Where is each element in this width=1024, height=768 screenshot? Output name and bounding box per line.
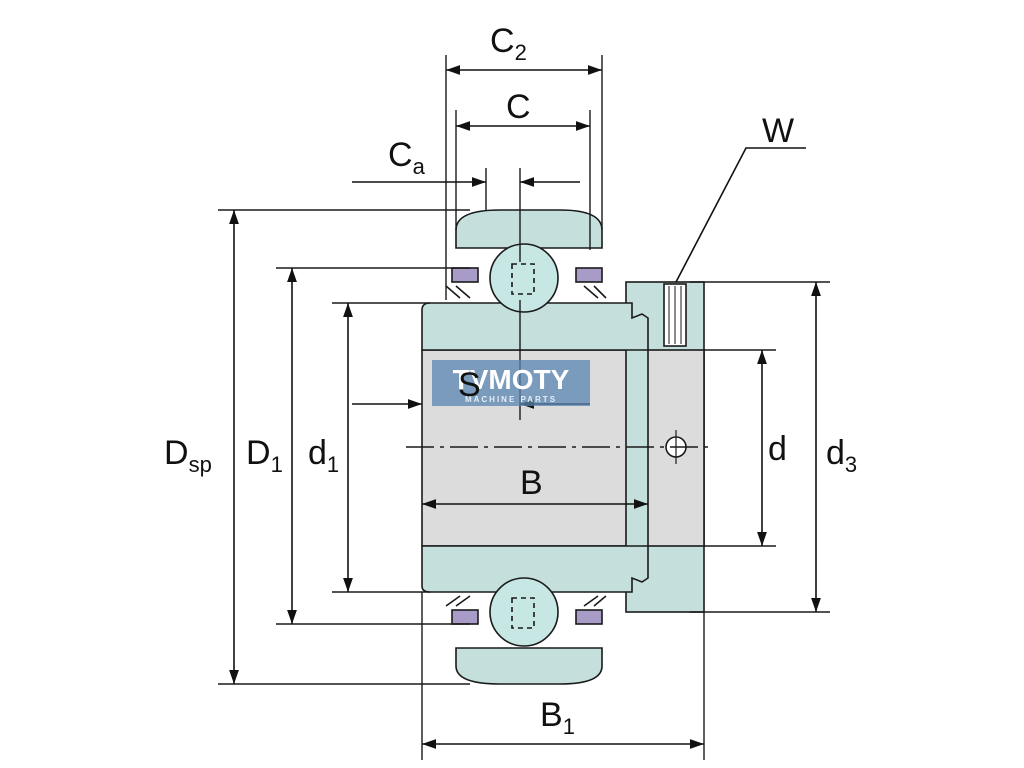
seal-top-right: [575, 267, 603, 283]
bearing-body: [421, 209, 705, 685]
ball-bottom: [489, 577, 559, 647]
leader-w: [675, 147, 806, 283]
seal-bottom-right: [575, 609, 603, 625]
watermark-box: [432, 360, 590, 406]
label-w: W: [762, 112, 794, 150]
flinger-bottom: [445, 595, 607, 607]
extension-lines: [218, 55, 830, 760]
label-c: C: [506, 88, 531, 126]
label-D1: D1: [246, 434, 283, 477]
label-d1: d1: [308, 434, 339, 477]
label-b1: B1: [540, 696, 575, 739]
seal-bottom-left: [451, 609, 479, 625]
dimension-lines: [229, 65, 821, 749]
outer-ring-top: [455, 209, 603, 249]
label-d3: d3: [826, 434, 857, 477]
ball-top: [489, 243, 559, 313]
label-s: S: [458, 366, 481, 404]
seal-top-left: [451, 267, 479, 283]
flinger-top: [445, 285, 607, 299]
label-d: d: [768, 430, 787, 468]
label-c2: C2: [490, 22, 527, 65]
label-b: B: [520, 464, 543, 502]
label-ca: Ca: [388, 136, 426, 179]
watermark-title: TVMOTY: [453, 364, 570, 395]
label-dsp: Dsp: [164, 434, 212, 477]
outer-ring-bottom: [455, 647, 603, 685]
watermark: TVMOTY MACHINE PARTS: [432, 360, 590, 406]
dimension-labels: C2 C Ca W S B B1 Dsp D1 d1 d d3: [164, 22, 857, 739]
watermark-subtitle: MACHINE PARTS: [465, 395, 557, 404]
